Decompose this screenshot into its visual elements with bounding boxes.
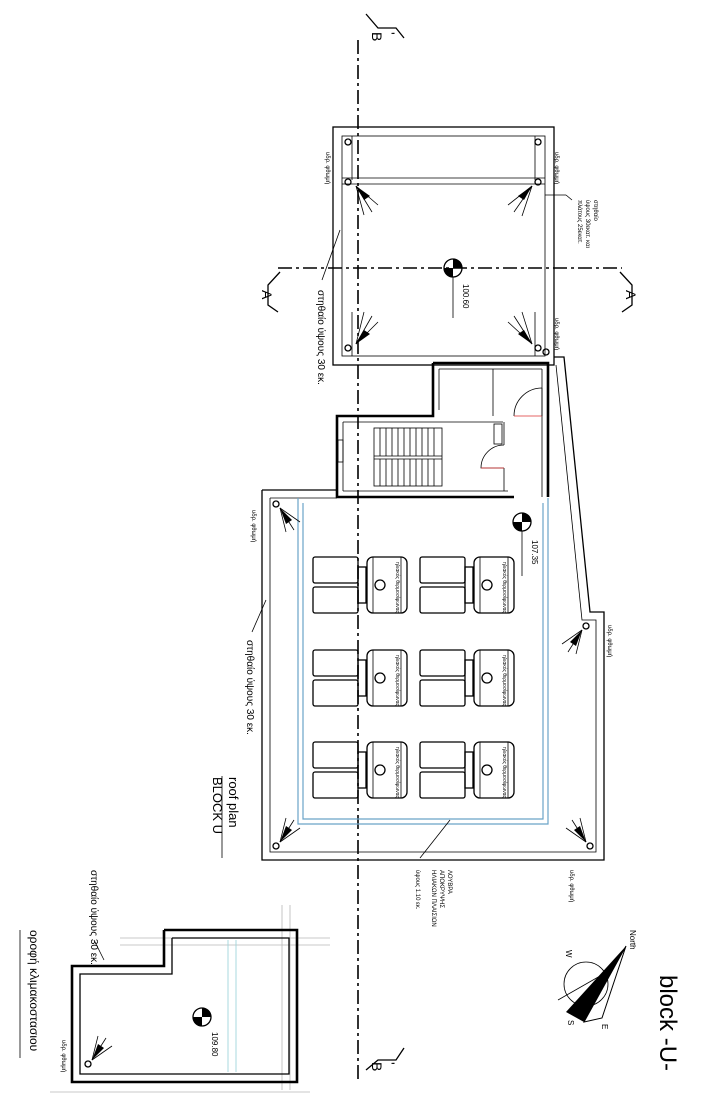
compass-e: E (600, 1024, 609, 1029)
downspout-label: υδρ. φθωμή (553, 318, 560, 350)
north-label: North (628, 930, 637, 950)
louvres-note: ΛΟΥΒΡΑ ΑΠΟΚΡΥΨΗΣ ΗΛΙΑΚΩΝ ΠΛΑΙΣΙΩΝ ύψους … (414, 819, 452, 927)
svg-text:B: B (369, 32, 385, 41)
svg-text:A: A (259, 290, 275, 300)
compass-w: W (564, 950, 573, 958)
downspout-label: υδρ. φθωμή (60, 1040, 67, 1072)
parapet-label-stair: στηθαίο ύψους 30 εκ. (88, 870, 100, 965)
solar-louvres-screen (297, 498, 549, 825)
upper-roof (332, 126, 555, 366)
parapet-label-upper: στηθαίο ύψους 30 εκ. (315, 290, 327, 385)
svg-text:B: B (369, 1062, 385, 1071)
svg-text:ύψους 1.10 εκ.: ύψους 1.10 εκ. (414, 870, 420, 910)
parapet-leader (251, 599, 267, 633)
elevation-marker-100-60 (443, 258, 463, 318)
stair-core (335, 361, 550, 499)
block-title: block -U- (654, 975, 681, 1071)
compass-s: S (566, 1020, 575, 1025)
svg-text:A: A (623, 290, 639, 300)
stair-roof-title: οροφή κλιμακοστασιου (27, 930, 41, 1051)
solar-heater (312, 556, 408, 614)
downspout-label: υδρ. φθωμή (324, 152, 331, 184)
section-mark-b-top: B ' (365, 13, 405, 41)
downspout-label: υδρ. φθωμή (568, 870, 575, 902)
solar-heater (419, 649, 515, 707)
section-mark-b-bottom: B ' (365, 1047, 405, 1071)
svg-text:ύψους 30εκατ. και: ύψους 30εκατ. και (584, 200, 590, 249)
section-mark-a-left: A (259, 271, 281, 313)
solar-heater (312, 649, 408, 707)
north-arrow-icon (557, 945, 627, 1023)
svg-text:ΛΟΥΒΡΑ: ΛΟΥΒΡΑ (446, 870, 452, 894)
heater-label: ηλιακός θερμοσίφωνας (394, 655, 401, 707)
parapet-note: στηθαίο ύψους 30εκατ. και πλάτους 25εκατ… (545, 194, 598, 249)
svg-text:ΑΠΟΚΡΥΨΗΣ: ΑΠΟΚΡΥΨΗΣ (438, 870, 444, 908)
elevation-marker-109-80 (192, 1007, 212, 1027)
heater-label: ηλιακός θερμοσίφωνας (394, 747, 401, 799)
svg-text:στηθαίο: στηθαίο (592, 200, 598, 222)
heater-label: ηλιακός θερμοσίφωνας (394, 562, 401, 614)
solar-heater (419, 556, 515, 614)
section-mark-a-right: A (619, 271, 639, 313)
stair-roof (50, 905, 330, 1093)
solar-heater (312, 741, 408, 799)
elevation-label-109-80: 109.80 (210, 1032, 219, 1057)
downspout-label: υδρ. φθωμή (606, 625, 613, 657)
plan-title-line2: BLOCK U (210, 777, 225, 834)
parapet-leader (321, 229, 341, 281)
svg-text:ΗΛΙΑΚΩΝ ΠΛΑΙΣΙΩΝ: ΗΛΙΑΚΩΝ ΠΛΑΙΣΙΩΝ (430, 870, 436, 927)
roof-downspouts (272, 348, 594, 850)
solar-heater (419, 741, 515, 799)
svg-text:': ' (382, 1062, 398, 1065)
plan-title-line1: roof plan (226, 777, 241, 828)
downspout-label: υδρ. φθωμή (250, 510, 257, 542)
svg-text:πλάτους 25εκατ.: πλάτους 25εκατ. (576, 200, 583, 244)
elevation-label-100-60: 100.60 (461, 284, 470, 309)
downspout-label: υδρ. φθωμή (553, 152, 560, 184)
elevation-label-107-35: 107.35 (530, 540, 539, 565)
main-roof (261, 356, 605, 861)
heater-label: ηλιακός θερμοσίφωνας (501, 655, 508, 707)
heater-label: ηλιακός θερμοσίφωνας (501, 562, 508, 614)
svg-text:': ' (382, 32, 398, 35)
parapet-leader (93, 939, 105, 961)
parapet-label-main: στηθαίο ύψους 30 εκ. (244, 640, 256, 735)
elevation-marker-107-35 (512, 512, 532, 576)
heater-label: ηλιακός θερμοσίφωνας (501, 747, 508, 799)
